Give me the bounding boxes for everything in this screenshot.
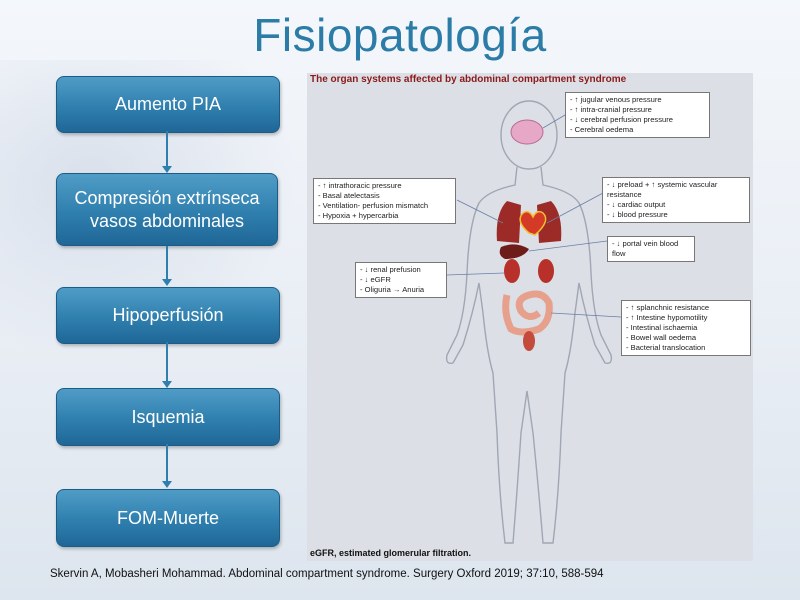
note-heart: - ↓ preload + ↑ systemic vascular resist… [602, 177, 750, 223]
flow-box-compresion: Compresión extrínseca vasos abdominales [56, 173, 278, 246]
body-outline [445, 100, 613, 544]
connector-lines [446, 114, 622, 318]
right-kidney-icon [538, 259, 554, 283]
note-brain: - ↑ jugular venous pressure - ↑ intra-cr… [565, 92, 710, 138]
flow-arrow-2 [162, 246, 172, 286]
note-intestine: - ↑ splanchnic resistance - ↑ Intestine … [621, 300, 751, 356]
flow-box-fom-muerte: FOM-Muerte [56, 489, 280, 547]
note-lungs: - ↑ intrathoracic pressure - Basal atele… [313, 178, 456, 224]
left-kidney-icon [504, 259, 520, 283]
figure-title: The organ systems affected by abdominal … [310, 74, 627, 85]
note-liver: - ↓ portal vein blood flow [607, 236, 695, 262]
flow-arrow-3 [162, 342, 172, 388]
slide-title: Fisiopatología [253, 9, 547, 61]
body-illustration [445, 100, 622, 544]
citation: Skervin A, Mobasheri Mohammad. Abdominal… [50, 568, 604, 580]
intestine-icon [502, 290, 553, 336]
flow-box-hipoperfusion: Hipoperfusión [56, 287, 280, 344]
heart-icon [519, 210, 547, 236]
flow-arrow-4 [162, 444, 172, 488]
note-kidneys: - ↓ renal prefusion - ↓ eGFR - Oliguria … [355, 262, 447, 298]
flow-box-aumento-pia: Aumento PIA [56, 76, 280, 133]
flow-box-isquemia: Isquemia [56, 388, 280, 446]
organ-systems-figure: The organ systems affected by abdominal … [307, 73, 753, 561]
rectum-icon [523, 331, 535, 351]
left-lung-icon [496, 201, 521, 243]
brain-icon [510, 119, 544, 145]
figure-footnote: eGFR, estimated glomerular filtration. [310, 548, 472, 558]
liver-icon [499, 244, 529, 259]
flow-arrow-1 [162, 131, 172, 173]
